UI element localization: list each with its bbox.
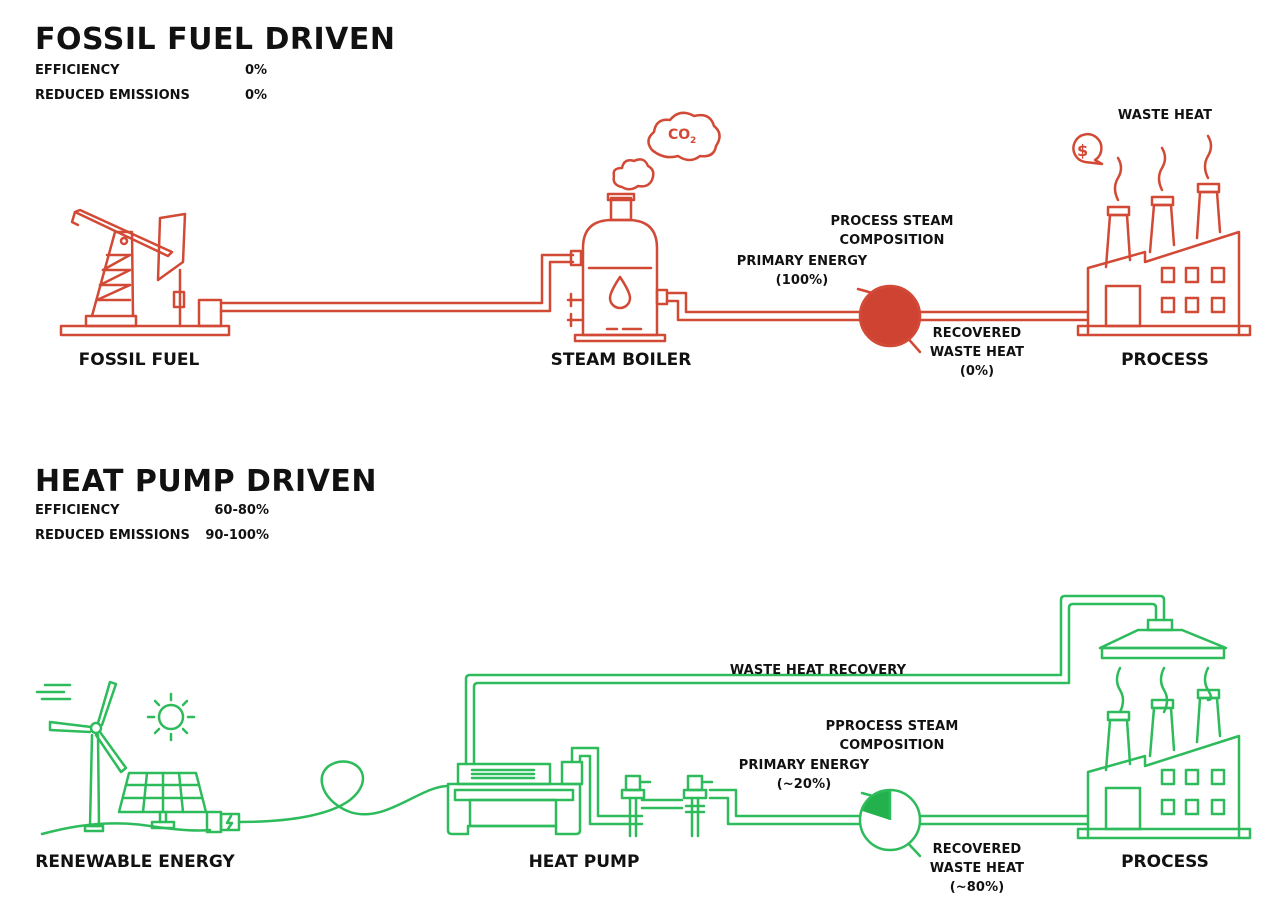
fossil-title: FOSSIL FUEL DRIVEN: [35, 22, 396, 57]
hp-pipe-3: [708, 788, 864, 826]
co2-subscript: 2: [690, 136, 696, 146]
steam-boiler-label: STEAM BOILER: [550, 350, 692, 370]
plug-icon: [205, 810, 241, 834]
waste-heat-label: WASTE HEAT: [1117, 108, 1213, 123]
waste-heat-recovery-pipe: [464, 594, 1166, 766]
fossil-efficiency-value: 0%: [245, 63, 268, 78]
power-cable: [237, 760, 450, 824]
boiler-inlet: [569, 249, 583, 267]
heatpump-emissions-value: 90-100%: [205, 528, 269, 543]
heatpump-recovered-line3: (~80%): [949, 880, 1005, 895]
fossil-recovered-label: RECOVERED WASTE HEAT (0%): [930, 324, 1024, 381]
fossil-ground-base: [59, 324, 231, 337]
process-pipe: [916, 310, 1090, 322]
fossil-composition-line1: PROCESS STEAM: [830, 214, 954, 229]
fossil-recovered-line2: WASTE HEAT: [929, 345, 1025, 360]
fuel-pipe: [219, 253, 575, 313]
pumpjack-icon: [70, 208, 223, 328]
heatpump-composition-label: PPROCESS STEAM COMPOSITION: [826, 717, 959, 755]
steam-boiler-icon: [566, 192, 669, 343]
heatpump-efficiency-value: 60-80%: [214, 503, 269, 518]
fossil-primary-line2: (100%): [775, 273, 829, 288]
co2-cloud-icon: [612, 111, 721, 191]
sun-icon: [146, 692, 196, 742]
hp-pipe-1: [570, 746, 626, 826]
valve-icon-2: [682, 774, 714, 838]
renewable-energy-label: RENEWABLE ENERGY: [35, 852, 235, 872]
heatpump-section: [35, 594, 1252, 858]
heatpump-primary-energy-slice: [862, 791, 890, 820]
heatpump-recovered-line1: RECOVERED: [932, 842, 1022, 857]
heat-pump-label: HEAT PUMP: [528, 852, 640, 872]
heatpump-composition-line2: COMPOSITION: [839, 738, 945, 753]
fossil-emissions-value: 0%: [245, 88, 268, 103]
fossil-recovered-line3: (0%): [959, 364, 995, 379]
heatpump-primary-line1: PRIMARY ENERGY: [738, 758, 870, 773]
fossil-primary-energy-label: PRIMARY ENERGY (100%): [737, 252, 867, 290]
heatpump-efficiency-label: EFFICIENCY: [35, 503, 120, 518]
valve-icon-1: [620, 774, 652, 838]
heatpump-emissions-label: REDUCED EMISSIONS: [35, 528, 190, 543]
wind-icon: [35, 683, 72, 701]
heatpump-primary-line2: (~20%): [776, 777, 832, 792]
fossil-efficiency-label: EFFICIENCY: [35, 63, 120, 78]
fossil-process-label: PROCESS: [1121, 350, 1209, 370]
heatpump-title: HEAT PUMP DRIVEN: [35, 464, 378, 499]
fossil-primary-energy-slice: [861, 287, 919, 345]
fossil-fuel-label: FOSSIL FUEL: [78, 350, 200, 370]
heatpump-process-label: PROCESS: [1121, 852, 1209, 872]
fossil-factory-icon: [1076, 134, 1252, 337]
heatpump-composition-line1: PPROCESS STEAM: [825, 719, 959, 734]
steam-pipe: [665, 291, 864, 322]
heatpump-factory-icon: [1076, 688, 1252, 840]
solar-panel-icon: [117, 771, 208, 830]
dollar-bubble-icon: [1072, 133, 1104, 166]
dollar-sign: $: [1077, 141, 1088, 160]
heatpump-primary-energy-label: PRIMARY ENERGY (~20%): [739, 756, 869, 794]
fossil-emissions-label: REDUCED EMISSIONS: [35, 88, 190, 103]
heat-pump-icon: [446, 760, 584, 836]
fossil-primary-line1: PRIMARY ENERGY: [736, 254, 868, 269]
fossil-section: [59, 111, 1252, 354]
heatpump-recovered-label: RECOVERED WASTE HEAT (~80%): [930, 840, 1024, 897]
hp-process-pipe: [916, 814, 1090, 826]
renewable-ground: [40, 822, 212, 836]
fossil-recovered-line1: RECOVERED: [932, 326, 1022, 341]
heatpump-recovered-line2: WASTE HEAT: [929, 861, 1025, 876]
fossil-composition-line2: COMPOSITION: [839, 233, 945, 248]
co2-label: CO: [668, 127, 690, 143]
wind-turbine-icon: [48, 680, 128, 833]
fossil-composition-label: PROCESS STEAM COMPOSITION: [830, 212, 953, 250]
hp-pipe-2: [640, 798, 684, 810]
waste-heat-recovery-label: WASTE HEAT RECOVERY: [729, 663, 907, 678]
